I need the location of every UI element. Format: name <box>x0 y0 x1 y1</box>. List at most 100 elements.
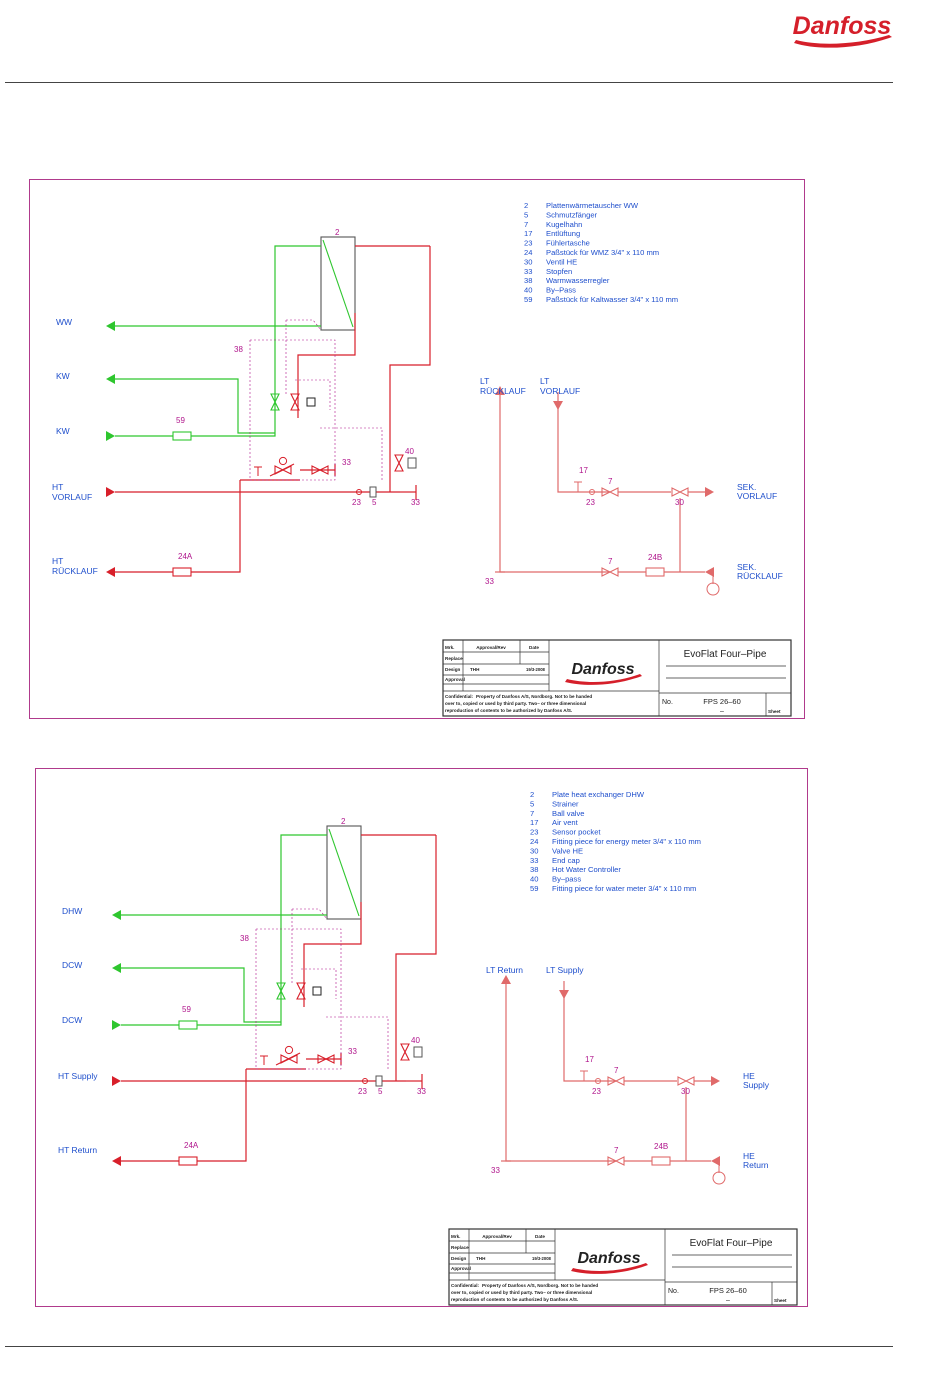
arrow-cold-water-1 <box>112 963 121 973</box>
tb-no-label: No. <box>668 1288 679 1295</box>
drawing-title: EvoFlat Four–Pipe <box>690 1238 773 1249</box>
tb-logo-wordmark: Danfoss <box>577 1250 640 1267</box>
label-end-cap-33b: 33 <box>411 498 420 507</box>
legend-text: Paßstück für WMZ 3/4" x 110 mm <box>546 248 659 257</box>
legend-number: 59 <box>524 295 532 304</box>
legend-text: By–Pass <box>546 286 576 295</box>
drawing-title: EvoFlat Four–Pipe <box>684 649 767 660</box>
arrow-lt-return <box>495 386 505 395</box>
label-air-vent-17: 17 <box>579 466 588 475</box>
controller-arrow <box>275 1052 301 1066</box>
label-fitting-59: 59 <box>176 416 185 425</box>
valve-primary <box>290 393 300 411</box>
tb-confidential-label: Confidential: <box>445 694 474 699</box>
arrow-he-supply <box>705 487 714 497</box>
arrow-ht-return <box>106 567 115 577</box>
strainer-5 <box>369 486 377 498</box>
label-he-supply-2: Supply <box>743 1080 770 1090</box>
legend-text: Ventil HE <box>546 257 577 266</box>
label-sensor-23b: 23 <box>586 498 595 507</box>
legend-text: Paßstück für Kaltwasser 3/4" x 110 mm <box>546 295 678 304</box>
arrow-cold-water-1 <box>106 374 115 384</box>
legend-number: 23 <box>530 828 538 837</box>
arrow-he-supply <box>711 1076 720 1086</box>
label-sensor-23: 23 <box>358 1087 367 1096</box>
fitting-59 <box>172 431 192 441</box>
pipe-primary-loop <box>389 246 431 492</box>
label-strainer-5: 5 <box>372 498 377 507</box>
tb-confidential-3: reproduction of contents to be authorize… <box>445 708 572 713</box>
legend-text: Fühlertasche <box>546 239 590 248</box>
label-ht-return-2: RÜCKLAUF <box>52 566 98 576</box>
legend-number: 30 <box>524 257 532 266</box>
label-he-return: SEK. <box>737 562 756 572</box>
air-vent-controller <box>254 466 262 476</box>
bypass-box <box>407 457 417 469</box>
label-fitting-24b: 24B <box>654 1142 668 1151</box>
legend-number: 40 <box>524 286 532 295</box>
arrow-he-return <box>705 567 714 577</box>
sensor-line-2 <box>320 427 383 480</box>
label-heat-exchanger: 2 <box>335 228 340 237</box>
arrow-lt-supply <box>559 990 569 999</box>
label-lt-supply-2: VORLAUF <box>540 386 580 396</box>
tb-approval-rev: Approval/Rev <box>482 1234 512 1239</box>
exchanger-diagonal <box>328 828 360 917</box>
label-ht-supply-2: VORLAUF <box>52 492 92 502</box>
legend-text: By–pass <box>552 875 581 884</box>
label-ball-valve-7a: 7 <box>614 1066 619 1075</box>
tb-design-by: THH <box>476 1256 486 1261</box>
legend-text: Stopfen <box>546 267 572 276</box>
valve-dhw <box>270 393 280 411</box>
pipe-lt-return <box>499 392 610 573</box>
label-lt-return-2: RÜCKLAUF <box>480 386 526 396</box>
legend-number: 2 <box>524 201 528 210</box>
controller-boundary <box>255 928 342 1070</box>
legend-number: 40 <box>530 875 538 884</box>
legend-number: 30 <box>530 846 538 855</box>
controller-actuator <box>284 1045 294 1055</box>
tb-logo-swoosh <box>565 674 642 685</box>
drawing-rev: – <box>726 1297 730 1304</box>
label-cold-water-1: DCW <box>62 960 82 970</box>
controller-boundary <box>249 339 336 481</box>
legend-text: Plattenwärmetauscher WW <box>546 201 639 210</box>
pipe-ht-return <box>115 480 241 573</box>
fitting-24b <box>651 1156 671 1166</box>
label-ht-return: HT Return <box>58 1145 97 1155</box>
label-he-return-2: RÜCKLAUF <box>737 571 783 581</box>
sensor-pocket-23 <box>356 489 362 495</box>
valve-primary <box>296 982 306 1000</box>
legend-number: 2 <box>530 790 534 799</box>
legend-number: 33 <box>524 267 532 276</box>
valve-head <box>312 986 322 996</box>
logo-wordmark: Danfoss <box>793 12 892 40</box>
pipe-ht-return <box>121 1069 247 1162</box>
pipe-dhw-secondary-in <box>274 245 321 410</box>
label-sensor-23: 23 <box>352 498 361 507</box>
legend-number: 33 <box>530 856 538 865</box>
label-bypass-40: 40 <box>411 1036 420 1045</box>
pipe-lt-supply <box>557 392 610 493</box>
fitting-59 <box>178 1020 198 1030</box>
legend-text: Fitting piece for energy meter 3/4" x 11… <box>552 837 701 846</box>
legend-text: Kugelhahn <box>546 220 582 229</box>
drawing-rev: – <box>720 708 724 715</box>
label-controller-38: 38 <box>240 934 249 943</box>
tb-confidential-3: reproduction of contents to be authorize… <box>451 1297 578 1302</box>
label-ht-return: HT <box>52 556 63 566</box>
title-block-frame <box>448 1228 798 1306</box>
tb-logo-swoosh <box>571 1263 648 1274</box>
fitting-24b <box>645 567 665 577</box>
controller-arrow <box>269 463 295 477</box>
footer-rule <box>5 1346 893 1347</box>
tb-confidential-label: Confidential: <box>451 1283 480 1288</box>
legend-text: End cap <box>552 856 580 865</box>
label-valve-30: 30 <box>675 498 684 507</box>
tb-approval: Approval <box>445 677 465 682</box>
label-cold-water-2: DCW <box>62 1015 82 1025</box>
